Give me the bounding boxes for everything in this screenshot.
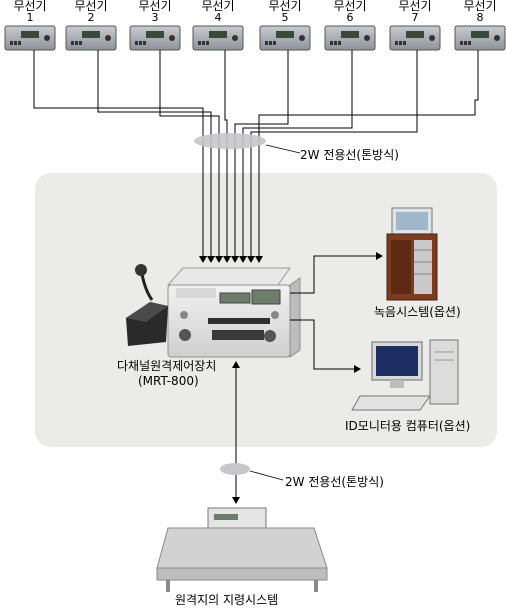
radio-number: 6 (346, 11, 354, 24)
radio-name: 무선기 (138, 0, 172, 13)
recorder-system (386, 207, 438, 301)
radio-unit-5 (259, 25, 311, 51)
wire-radio-7 (247, 50, 418, 263)
radio-name: 무선기 (74, 0, 108, 13)
line-ellipse-top (194, 133, 266, 149)
recorder-label: 녹음시스템(옵션) (374, 305, 461, 319)
radio-number: 1 (26, 11, 34, 24)
line-ellipse-bottom (220, 463, 250, 475)
monitor-computer (351, 339, 459, 411)
radio-unit-2 (65, 25, 117, 51)
wire-radio-2 (97, 50, 215, 263)
wire-radio-3 (159, 50, 223, 263)
radio-number: 8 (476, 11, 484, 24)
controller-unit (166, 267, 301, 358)
line-label-top: 2W 전용선(톤방식) (300, 148, 399, 162)
pc-label: ID모니터용 컴퓨터(옵션) (345, 419, 471, 433)
radio-name: 무선기 (398, 0, 432, 13)
radio-unit-6 (324, 25, 376, 51)
radio-number: 3 (151, 11, 159, 24)
line-label-bottom: 2W 전용선(톤방식) (285, 475, 384, 489)
microphone (126, 264, 168, 346)
radio-unit-8 (454, 25, 506, 51)
controller-model: (MRT-800) (138, 374, 199, 388)
radio-number: 4 (214, 11, 222, 24)
wire-radio-1 (33, 50, 207, 263)
radio-name: 무선기 (268, 0, 302, 13)
remote-console (156, 507, 328, 592)
radio-number: 7 (411, 11, 419, 24)
wire-radio-4 (223, 50, 231, 263)
radio-name: 무선기 (201, 0, 235, 13)
remote-label: 원격지의 지령시스템 (175, 593, 279, 607)
wire-radio-5 (231, 50, 289, 263)
radio-number: 5 (281, 11, 289, 24)
wire-radio-6 (239, 50, 353, 263)
radio-number: 2 (87, 11, 95, 24)
wire-to-pc (290, 319, 361, 373)
wire-to-recorder (290, 252, 383, 294)
radio-unit-7 (389, 25, 441, 51)
radio-name: 무선기 (463, 0, 497, 13)
radio-unit-4 (192, 25, 244, 51)
radio-name: 무선기 (13, 0, 47, 13)
controller-name: 다채널원격제어장치 (117, 359, 217, 373)
radio-unit-1 (4, 25, 56, 51)
radio-units (4, 25, 506, 51)
radio-unit-3 (129, 25, 181, 51)
radio-name: 무선기 (333, 0, 367, 13)
